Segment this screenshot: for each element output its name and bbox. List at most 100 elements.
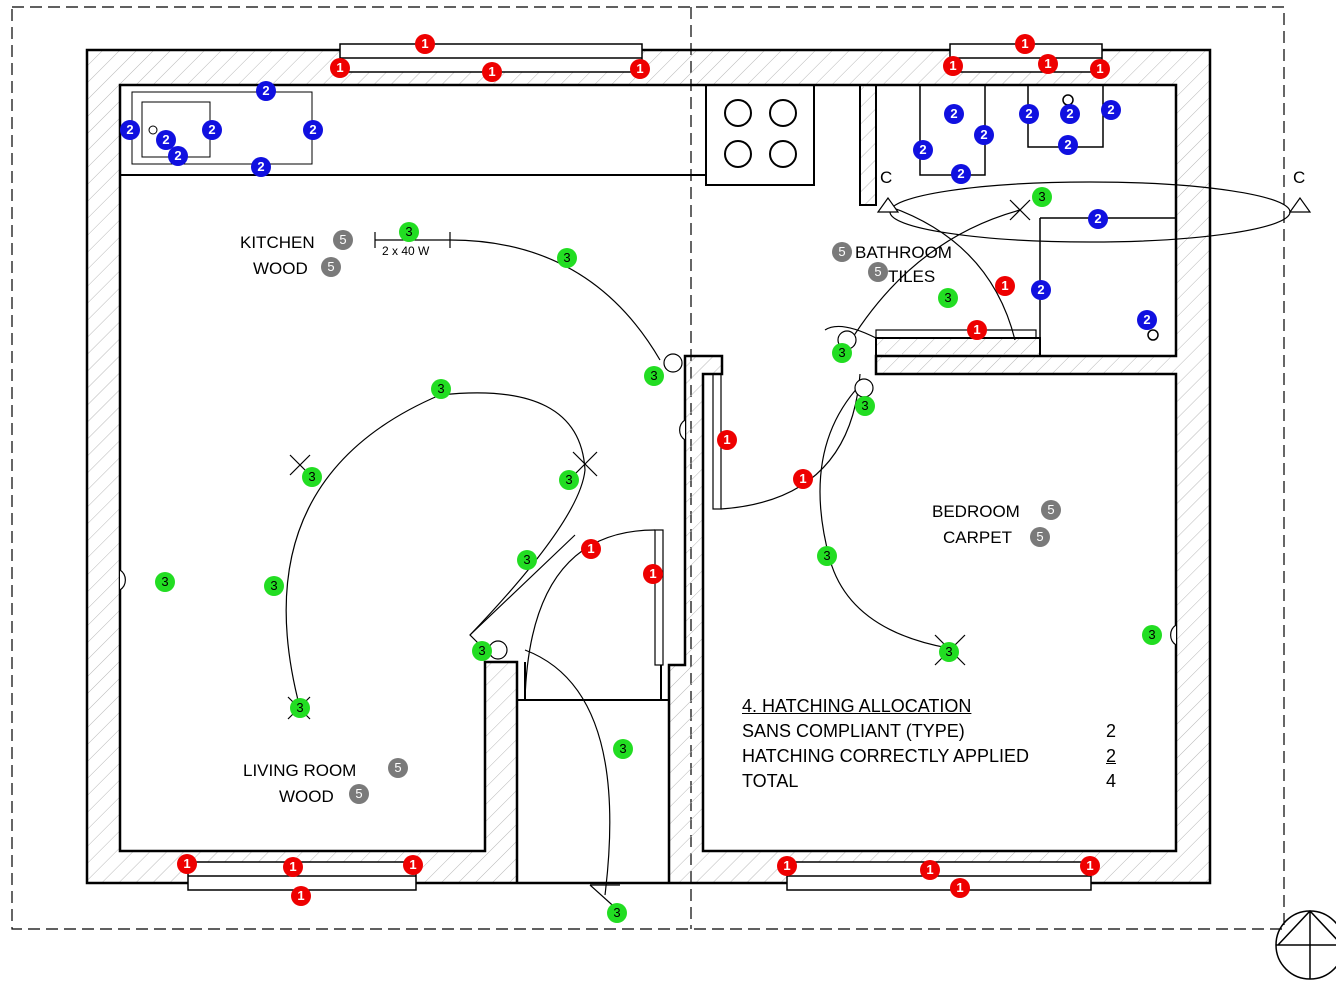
grade-marker-2: 2 bbox=[303, 120, 323, 140]
grade-marker-3: 3 bbox=[264, 576, 284, 596]
grade-marker-2: 2 bbox=[1088, 209, 1108, 229]
kitchen-label: KITCHEN bbox=[240, 233, 315, 252]
grade-marker-1: 1 bbox=[1090, 59, 1110, 79]
grade-marker-3: 3 bbox=[399, 222, 419, 242]
grade-marker-1: 1 bbox=[581, 539, 601, 559]
grade-marker-2: 2 bbox=[251, 157, 271, 177]
grade-marker-2: 2 bbox=[168, 146, 188, 166]
section-marker-icon bbox=[876, 196, 1312, 213]
grade-marker-5: 5 bbox=[868, 262, 888, 282]
row-label: HATCHING CORRECTLY APPLIED bbox=[742, 746, 1030, 766]
grade-marker-5: 5 bbox=[832, 242, 852, 262]
cupboard bbox=[516, 699, 670, 884]
bath-bottom-wall bbox=[875, 337, 1041, 357]
grade-marker-1: 1 bbox=[403, 855, 423, 875]
site-boundary bbox=[11, 6, 1285, 930]
row-value: 2 bbox=[1106, 746, 1117, 766]
grade-marker-2: 2 bbox=[974, 125, 994, 145]
grade-marker-3: 3 bbox=[832, 343, 852, 363]
grade-marker-1: 1 bbox=[1015, 34, 1035, 54]
walls bbox=[85, 48, 1212, 885]
grade-marker-2: 2 bbox=[1058, 135, 1078, 155]
grade-marker-3: 3 bbox=[938, 288, 958, 308]
grade-marker-2: 2 bbox=[1060, 104, 1080, 124]
grade-marker-5: 5 bbox=[388, 758, 408, 778]
grade-marker-5: 5 bbox=[1041, 500, 1061, 520]
grade-marker-3: 3 bbox=[557, 248, 577, 268]
grade-marker-2: 2 bbox=[1019, 104, 1039, 124]
table-title: 4. HATCHING ALLOCATION bbox=[742, 696, 972, 716]
grade-marker-2: 2 bbox=[156, 130, 176, 150]
grade-marker-3: 3 bbox=[644, 366, 664, 386]
grade-marker-5: 5 bbox=[333, 230, 353, 250]
grade-marker-3: 3 bbox=[1032, 187, 1052, 207]
grade-marker-5: 5 bbox=[349, 784, 369, 804]
grade-marker-3: 3 bbox=[855, 396, 875, 416]
grade-marker-3: 3 bbox=[302, 467, 322, 487]
grade-marker-1: 1 bbox=[330, 58, 350, 78]
grade-marker-2: 2 bbox=[1137, 310, 1157, 330]
grade-marker-3: 3 bbox=[613, 739, 633, 759]
bath-left-wall bbox=[859, 84, 877, 206]
living-room-label: LIVING ROOM bbox=[243, 761, 357, 780]
grade-marker-3: 3 bbox=[559, 470, 579, 490]
grade-marker-2: 2 bbox=[913, 140, 933, 160]
grade-marker-3: 3 bbox=[155, 572, 175, 592]
grade-marker-3: 3 bbox=[817, 546, 837, 566]
light-point-icon bbox=[287, 199, 1031, 913]
row-value: 4 bbox=[1106, 771, 1117, 791]
north-arrow-icon bbox=[1275, 909, 1336, 980]
living-room-floor-label: WOOD bbox=[279, 787, 334, 806]
grade-marker-1: 1 bbox=[630, 59, 650, 79]
table-row: SANS COMPLIANT (TYPE) 2 bbox=[742, 719, 1116, 744]
grade-marker-1: 1 bbox=[415, 34, 435, 54]
row-label: SANS COMPLIANT (TYPE) bbox=[742, 721, 965, 741]
grade-marker-2: 2 bbox=[202, 120, 222, 140]
grade-marker-1: 1 bbox=[995, 276, 1015, 296]
row-value: 2 bbox=[1106, 721, 1117, 741]
table-row: TOTAL 4 bbox=[742, 769, 1116, 794]
grade-marker-2: 2 bbox=[120, 120, 140, 140]
grade-marker-3: 3 bbox=[517, 550, 537, 570]
grade-marker-1: 1 bbox=[1038, 54, 1058, 74]
grade-marker-3: 3 bbox=[290, 698, 310, 718]
grade-marker-2: 2 bbox=[256, 81, 276, 101]
bedroom-floor-label: CARPET bbox=[943, 528, 1012, 547]
grade-marker-5: 5 bbox=[1030, 527, 1050, 547]
grade-marker-3: 3 bbox=[1142, 625, 1162, 645]
grade-marker-1: 1 bbox=[950, 878, 970, 898]
grade-marker-3: 3 bbox=[472, 641, 492, 661]
grade-marker-1: 1 bbox=[283, 857, 303, 877]
grade-marker-3: 3 bbox=[431, 379, 451, 399]
grade-marker-2: 2 bbox=[944, 104, 964, 124]
hatching-allocation-table: 4. HATCHING ALLOCATION SANS COMPLIANT (T… bbox=[742, 694, 1116, 794]
grade-marker-1: 1 bbox=[777, 856, 797, 876]
section-marker-left: C bbox=[880, 168, 893, 187]
grade-marker-1: 1 bbox=[482, 62, 502, 82]
bathroom-label: BATHROOM bbox=[855, 243, 952, 262]
grade-marker-1: 1 bbox=[1080, 856, 1100, 876]
grade-marker-1: 1 bbox=[967, 320, 987, 340]
grade-marker-1: 1 bbox=[177, 854, 197, 874]
grade-marker-1: 1 bbox=[943, 56, 963, 76]
grade-marker-1: 1 bbox=[643, 564, 663, 584]
kitchen-fittings bbox=[119, 84, 860, 186]
grade-marker-5: 5 bbox=[321, 257, 341, 277]
grade-marker-2: 2 bbox=[951, 164, 971, 184]
grade-marker-1: 1 bbox=[717, 430, 737, 450]
table-row: HATCHING CORRECTLY APPLIED 2 bbox=[742, 744, 1116, 769]
row-label: TOTAL bbox=[742, 771, 799, 791]
kitchen-floor-label: WOOD bbox=[253, 259, 308, 278]
section-marker-right: C bbox=[1293, 168, 1306, 187]
grade-marker-2: 2 bbox=[1031, 280, 1051, 300]
grade-marker-1: 1 bbox=[291, 886, 311, 906]
grade-marker-3: 3 bbox=[939, 642, 959, 662]
grade-marker-2: 2 bbox=[1101, 100, 1121, 120]
grade-marker-3: 3 bbox=[607, 903, 627, 923]
fixture-rating-label: 2 x 40 W bbox=[382, 244, 430, 258]
grade-marker-1: 1 bbox=[793, 469, 813, 489]
grade-marker-1: 1 bbox=[920, 860, 940, 880]
bathroom-floor-label: TILES bbox=[888, 267, 936, 286]
bedroom-label: BEDROOM bbox=[932, 502, 1020, 521]
